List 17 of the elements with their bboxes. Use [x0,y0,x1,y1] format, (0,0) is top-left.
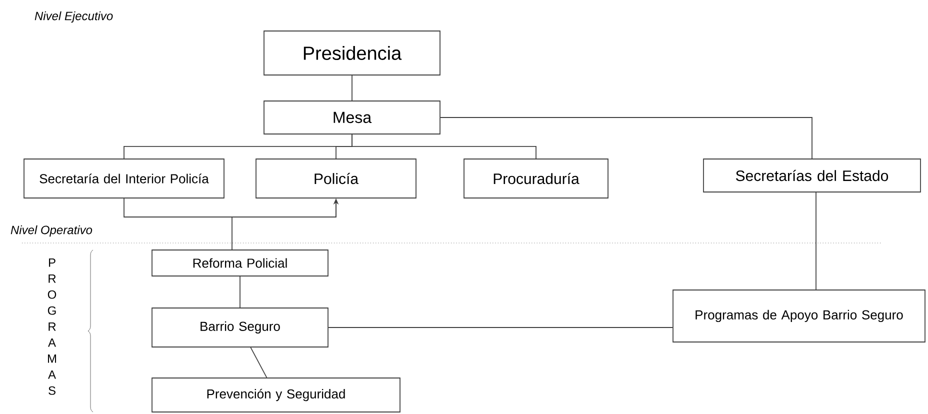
org-box: Mesa [264,100,440,134]
org-box: Presidencia [264,30,440,76]
connector-line [440,117,812,159]
vertical-label: PROGRAMAS [48,258,56,395]
org-box: Procuraduría [464,158,608,198]
org-box: Reforma Policial [152,250,328,276]
connector-line [352,134,536,159]
org-box: Secretarías del Estado [703,158,921,192]
org-box: Programas de Apoyo Barrio Seguro [672,290,926,342]
level-label: Nivel Ejecutivo [34,11,113,23]
org-box: Barrio Seguro [152,308,328,348]
org-box: Prevención y Seguridad [152,378,400,412]
org-box: Secretaría del Interior Policía [24,158,224,198]
connector-line [328,327,673,328]
org-box: Policía [256,158,416,198]
level-label: Nivel Operativo [10,225,92,237]
connector-line [250,347,268,378]
